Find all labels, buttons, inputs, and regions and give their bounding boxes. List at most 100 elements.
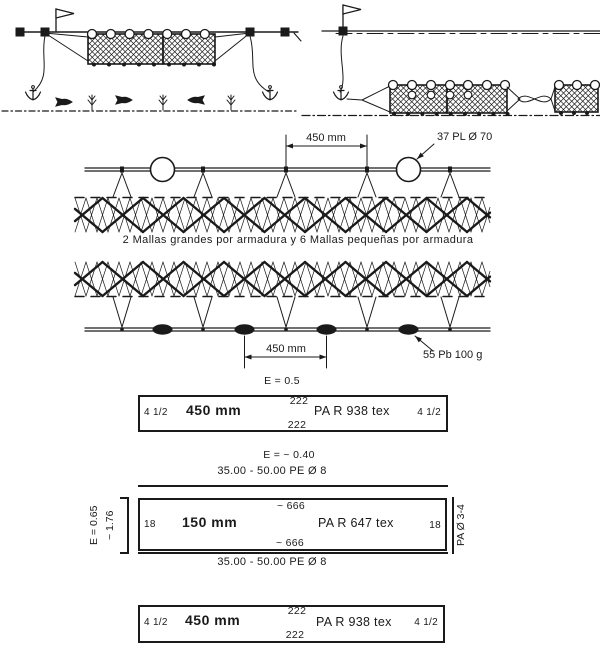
panel-bottom-twine: PA R 938 tex bbox=[316, 615, 392, 629]
float-icon bbox=[425, 79, 437, 91]
deployment-illustrations bbox=[1, 4, 600, 117]
sinker-icon bbox=[212, 62, 216, 67]
sinker-icon bbox=[585, 111, 589, 115]
float-square bbox=[40, 27, 50, 37]
float-icon bbox=[124, 28, 135, 40]
float-square bbox=[245, 27, 255, 37]
anchor-icon bbox=[24, 85, 42, 101]
dimension-tick bbox=[120, 552, 129, 554]
footrope-line bbox=[138, 552, 448, 554]
float-icon bbox=[407, 90, 417, 100]
float-icon bbox=[463, 90, 473, 100]
float-icon bbox=[406, 79, 418, 91]
anchor-icon bbox=[261, 85, 279, 101]
panel-bottom-upper-meshes: 222 bbox=[287, 605, 307, 617]
panel-middle-twine: PA R 647 tex bbox=[318, 516, 394, 530]
float-spec-label: 37 PL Ø 70 bbox=[437, 131, 492, 143]
panel-top-twine: PA R 938 tex bbox=[314, 404, 390, 418]
panel-middle-right-meshes: 18 bbox=[429, 520, 441, 531]
float-icon bbox=[589, 79, 600, 91]
lead-sinker-icon bbox=[398, 324, 419, 335]
float-icon bbox=[426, 90, 436, 100]
mesh-caption: 2 Mallas grandes por armadura y 6 Mallas… bbox=[123, 234, 474, 246]
panel-bottom-right-meshes: 4 1/2 bbox=[414, 617, 438, 628]
sinker-icon bbox=[197, 62, 201, 67]
float-icon bbox=[86, 28, 98, 40]
float-icon bbox=[571, 79, 583, 91]
panel-top-left-meshes: 4 1/2 bbox=[144, 407, 168, 418]
hanging-point bbox=[120, 166, 124, 173]
sideline-spec: PA Ø 3-4 bbox=[455, 504, 467, 546]
panel-bottom-mesh-size: 450 mm bbox=[185, 612, 241, 628]
panel-top-hanging-ratio: E = 0.5 bbox=[264, 375, 300, 387]
hanging-point bbox=[201, 166, 205, 173]
float-icon bbox=[445, 90, 455, 100]
panel-middle-upper-meshes: ~ 666 bbox=[276, 500, 306, 512]
plant-icon bbox=[87, 94, 97, 111]
float-icon bbox=[481, 79, 493, 91]
float-icon bbox=[444, 79, 456, 91]
panel-middle-left-meshes: 18 bbox=[144, 519, 156, 530]
float-icon bbox=[143, 28, 154, 40]
hanging-point bbox=[284, 166, 288, 173]
floatline-detail bbox=[73, 134, 492, 234]
sinker-icon bbox=[122, 62, 126, 67]
panel-middle-depth: ~ 1.76 bbox=[104, 510, 116, 541]
float-icon bbox=[395, 156, 422, 183]
float-icon bbox=[162, 28, 173, 40]
headrope-line bbox=[138, 485, 448, 487]
panel-bottom-spec-box: 4 1/2 450 mm 222 PA R 938 tex 222 4 1/2 bbox=[138, 605, 445, 643]
hanging-point bbox=[448, 166, 452, 173]
hanging-point bbox=[365, 166, 369, 173]
lead-sinker-icon bbox=[152, 324, 173, 335]
headrope-spec: 35.00 - 50.00 PE Ø 8 bbox=[217, 465, 327, 477]
plant-icon bbox=[226, 94, 236, 111]
plant-icon bbox=[158, 94, 168, 111]
sinker-icon bbox=[152, 62, 156, 67]
float-square bbox=[280, 27, 290, 37]
bottom-gillnet-scene bbox=[301, 4, 600, 117]
leadline-spacing-label: 450 mm bbox=[266, 343, 306, 355]
sinker-icon bbox=[92, 62, 96, 67]
panel-top-lower-meshes: 222 bbox=[287, 419, 307, 431]
panel-bottom-lower-meshes: 222 bbox=[285, 629, 305, 641]
surface-gillnet-scene bbox=[1, 8, 302, 112]
float-icon bbox=[462, 79, 474, 91]
fish-icon bbox=[187, 95, 205, 105]
float-icon bbox=[199, 28, 210, 40]
panel-middle-side-hanging-ratio: E = 0.65 bbox=[88, 505, 100, 545]
panel-top-mesh-size: 450 mm bbox=[186, 402, 242, 418]
anchor-icon bbox=[332, 85, 350, 101]
float-icon bbox=[553, 79, 565, 91]
flag-buoy-icon bbox=[342, 4, 362, 28]
float-icon bbox=[387, 79, 399, 91]
rigging-details: 450 mm 37 PL Ø 70 2 Mallas grandes por a… bbox=[73, 131, 492, 369]
floatline-spacing-label: 450 mm bbox=[306, 132, 346, 144]
sinker-icon bbox=[137, 62, 141, 67]
footrope-spec: 35.00 - 50.00 PE Ø 8 bbox=[217, 556, 327, 568]
sideline-rope bbox=[452, 497, 454, 554]
lead-sinker-icon bbox=[234, 324, 255, 335]
float-icon bbox=[180, 28, 192, 40]
fish-icon bbox=[55, 97, 73, 107]
net-panel bbox=[87, 33, 216, 65]
sinker-icon bbox=[182, 62, 186, 67]
panel-depth-dimension-line bbox=[127, 497, 129, 554]
sinker-icon bbox=[107, 62, 111, 67]
sinker-spec-label: 55 Pb 100 g bbox=[423, 349, 482, 361]
panel-middle-mesh-size: 150 mm bbox=[182, 514, 238, 530]
panel-top-right-meshes: 4 1/2 bbox=[417, 407, 441, 418]
lead-sinker-icon bbox=[316, 324, 337, 335]
panel-top-spec-box: 4 1/2 450 mm 222 PA R 938 tex 222 4 1/2 bbox=[138, 395, 448, 432]
panel-middle-hanging-ratio: E = ~ 0.40 bbox=[263, 449, 315, 461]
sinker-icon bbox=[572, 111, 576, 115]
float-square bbox=[15, 27, 25, 37]
float-square bbox=[338, 26, 348, 36]
leadline-detail bbox=[73, 260, 492, 369]
dimension-tick bbox=[120, 497, 129, 499]
sinker-icon bbox=[559, 111, 563, 115]
flag-buoy-icon bbox=[55, 8, 75, 32]
panel-top-upper-meshes: 222 bbox=[289, 395, 309, 407]
panel-middle-spec-box: ~ 666 18 150 mm PA R 647 tex 18 ~ 666 bbox=[138, 498, 447, 551]
